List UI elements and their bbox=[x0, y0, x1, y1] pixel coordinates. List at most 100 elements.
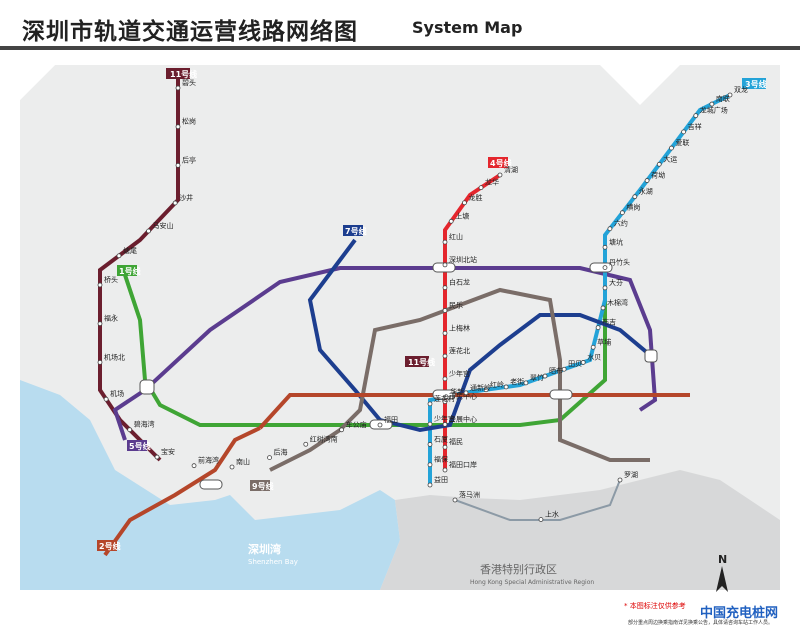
station-dot[interactable] bbox=[669, 145, 674, 151]
station-dot[interactable] bbox=[127, 427, 133, 433]
station-dot[interactable] bbox=[452, 497, 458, 503]
station-label: 少年宫 bbox=[449, 369, 470, 378]
station-label: 碧头 bbox=[182, 78, 196, 87]
station-dot[interactable] bbox=[462, 200, 467, 206]
station-dot[interactable] bbox=[617, 477, 623, 483]
station-dot[interactable] bbox=[503, 384, 509, 390]
hk-label-en: Hong Kong Special Administrative Region bbox=[470, 579, 594, 586]
line-badge-1[interactable]: 1号线 bbox=[117, 265, 141, 276]
station-dot[interactable] bbox=[580, 360, 586, 365]
station-dot[interactable] bbox=[427, 421, 433, 427]
metro-map[interactable]: 11号线 1号线 2号线 3号线 4号线 5号线 7号线 9号线 11号线 深圳… bbox=[0, 50, 800, 642]
station-dot[interactable] bbox=[97, 321, 103, 327]
station-label: 白石龙 bbox=[449, 278, 470, 287]
station-dot[interactable] bbox=[267, 455, 272, 461]
station-dot[interactable] bbox=[97, 282, 103, 288]
station-dot[interactable] bbox=[693, 113, 699, 119]
corner-cutout-left bbox=[20, 65, 55, 100]
station-dot[interactable] bbox=[154, 454, 160, 460]
station-dot[interactable] bbox=[448, 218, 454, 224]
station-dot[interactable] bbox=[602, 265, 608, 270]
station-dot[interactable] bbox=[146, 228, 151, 234]
line-badge-5-label: 5号线 bbox=[129, 441, 151, 451]
station-dot[interactable] bbox=[561, 366, 567, 372]
station-dot[interactable] bbox=[442, 399, 448, 405]
station-dot[interactable] bbox=[427, 401, 433, 407]
station-dot[interactable] bbox=[463, 390, 469, 396]
station-dot[interactable] bbox=[600, 305, 606, 311]
station-label: 会展中心 bbox=[449, 414, 477, 423]
line-badge-5[interactable]: 5号线 bbox=[127, 440, 151, 451]
station-label: 罗湖 bbox=[624, 470, 638, 479]
station-dot[interactable] bbox=[523, 380, 529, 386]
station-label: 水贝 bbox=[587, 352, 601, 361]
station-dot[interactable] bbox=[483, 387, 489, 393]
station-dot[interactable] bbox=[709, 101, 715, 107]
station-dot[interactable] bbox=[602, 244, 608, 250]
station-dot[interactable] bbox=[175, 162, 181, 168]
interchange-node bbox=[432, 389, 456, 400]
station-label: 红山 bbox=[449, 232, 463, 241]
station-dot[interactable] bbox=[427, 462, 433, 468]
station-dot[interactable] bbox=[175, 124, 181, 130]
station-label: 清湖 bbox=[504, 165, 518, 174]
station-label: 红树湾南 bbox=[310, 434, 338, 443]
station-dot[interactable] bbox=[442, 262, 448, 268]
line-badge-7[interactable]: 7号线 bbox=[343, 225, 367, 236]
station-label: 爱联 bbox=[675, 138, 689, 147]
station-dot[interactable] bbox=[442, 353, 448, 359]
line-badge-3[interactable]: 3号线 bbox=[742, 78, 767, 89]
station-dot[interactable] bbox=[191, 463, 197, 469]
line-badge-2[interactable]: 2号线 bbox=[97, 540, 121, 551]
station-label: 大运 bbox=[663, 154, 677, 163]
station-dot[interactable] bbox=[377, 422, 383, 428]
line-badge-9[interactable]: 9号线 bbox=[250, 480, 274, 491]
station-dot[interactable] bbox=[443, 394, 449, 400]
station-dot[interactable] bbox=[542, 373, 548, 379]
station-dot[interactable] bbox=[175, 85, 181, 91]
station-dot[interactable] bbox=[602, 285, 608, 291]
station-dot[interactable] bbox=[339, 427, 345, 433]
station-dot[interactable] bbox=[103, 396, 109, 402]
line-badge-11-mid-label: 11号线 bbox=[408, 357, 435, 367]
station-dot[interactable] bbox=[681, 129, 687, 135]
station-dot[interactable] bbox=[442, 422, 448, 427]
station-dot[interactable] bbox=[442, 330, 448, 336]
interchange-node bbox=[644, 349, 658, 363]
station-dot[interactable] bbox=[442, 239, 448, 245]
station-label: 机场北 bbox=[104, 352, 125, 361]
station-label: 华新 bbox=[450, 387, 464, 396]
station-dot[interactable] bbox=[590, 344, 596, 350]
station-dot[interactable] bbox=[427, 482, 433, 488]
line-badge-11-top[interactable]: 11号线 bbox=[166, 68, 197, 79]
station-dot[interactable] bbox=[478, 185, 484, 191]
station-dot[interactable] bbox=[116, 253, 122, 259]
station-label: 丹竹头 bbox=[609, 258, 630, 267]
station-dot[interactable] bbox=[607, 226, 613, 232]
station-dot[interactable] bbox=[303, 441, 309, 447]
station-dot[interactable] bbox=[619, 210, 625, 216]
station-dot[interactable] bbox=[442, 444, 448, 450]
station-dot[interactable] bbox=[656, 161, 662, 167]
station-dot[interactable] bbox=[538, 517, 544, 522]
station-dot[interactable] bbox=[595, 325, 601, 331]
station-dot[interactable] bbox=[727, 92, 733, 98]
bay-label-zh: 深圳湾 bbox=[248, 542, 281, 556]
station-dot[interactable] bbox=[97, 359, 103, 365]
line-9-path bbox=[269, 287, 650, 472]
map-background bbox=[20, 65, 780, 590]
station-dot[interactable] bbox=[497, 172, 503, 178]
station-dot[interactable] bbox=[427, 442, 433, 447]
station-dot[interactable] bbox=[172, 200, 178, 206]
station-dot[interactable] bbox=[229, 464, 235, 470]
line-badge-4[interactable]: 4号线 bbox=[488, 157, 512, 168]
line-badge-11-mid[interactable]: 11号线 bbox=[405, 356, 435, 367]
station-dot[interactable] bbox=[442, 376, 448, 382]
line-5-path bbox=[112, 266, 658, 441]
station-dot[interactable] bbox=[644, 178, 650, 183]
station-dot[interactable] bbox=[442, 308, 448, 313]
station-dot[interactable] bbox=[442, 467, 448, 473]
station-dot[interactable] bbox=[632, 194, 638, 200]
station-dot[interactable] bbox=[442, 285, 448, 291]
station-label: 荷坳 bbox=[651, 171, 665, 180]
